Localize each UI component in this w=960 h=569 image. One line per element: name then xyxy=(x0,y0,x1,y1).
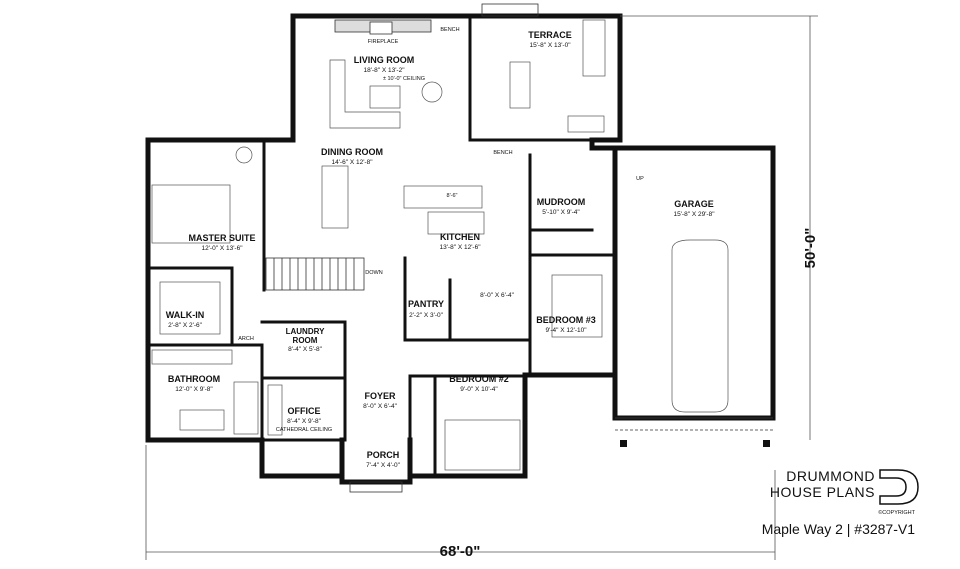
pantry-dims: 2'-2" X 3'-0" xyxy=(409,312,444,319)
living-room-ceiling: ± 10'-0" CEILING xyxy=(383,76,425,82)
office-name: OFFICE xyxy=(288,406,321,416)
mudroom-name: MUDROOM xyxy=(537,197,586,207)
brand-logo-mark xyxy=(879,469,919,505)
plan-title: Maple Way 2 | #3287-V1 xyxy=(762,521,916,537)
mudroom-dims: 5'-10" X 9'-4" xyxy=(542,209,580,216)
bench-dining-label: BENCH xyxy=(493,150,512,156)
garage-up-label: UP xyxy=(636,176,644,182)
brand-copyright: ©COPYRIGHT xyxy=(878,509,915,516)
brand-line2: HOUSE PLANS xyxy=(770,484,875,500)
bedroom2-name: BEDROOM #2 xyxy=(449,374,509,384)
brand-line1: DRUMMOND xyxy=(786,468,875,484)
dining-room-name: DINING ROOM xyxy=(321,147,383,157)
living-room-dims: 18'-8" X 13'-2" xyxy=(363,67,405,74)
kitchen-name: KITCHEN xyxy=(440,232,480,242)
bath-small-dims: 8'-0" X 6'-4" xyxy=(480,292,515,299)
room-labels: TERRACE 15'-8" X 13'-0" FIREPLACE BENCH … xyxy=(166,27,715,469)
fixtures xyxy=(151,3,773,493)
bathroom-dims: 12'-0" X 9'-8" xyxy=(175,386,213,393)
overall-width: 68'-0" xyxy=(440,543,481,560)
porch-dims: 7'-4" X 4'-0" xyxy=(366,462,401,469)
interior-walls xyxy=(146,14,617,478)
bedroom3-name: BEDROOM #3 xyxy=(536,315,596,325)
terrace-dims: 15'-8" X 13'-0" xyxy=(529,42,571,49)
fireplace-label: FIREPLACE xyxy=(368,39,399,45)
stairs: DOWN xyxy=(265,257,383,291)
walk-in-dims: 2'-8" X 2'-6" xyxy=(168,322,203,329)
laundry-name-line2: ROOM xyxy=(293,336,318,345)
master-suite-dims: 12'-0" X 13'-6" xyxy=(201,245,243,252)
bathroom-name: BATHROOM xyxy=(168,374,220,384)
branding: DRUMMOND HOUSE PLANS ©COPYRIGHT Maple Wa… xyxy=(762,468,919,537)
living-room-name: LIVING ROOM xyxy=(354,55,415,65)
arch-label: ARCH xyxy=(238,336,254,342)
walk-in-name: WALK-IN xyxy=(166,310,205,320)
master-suite-name: MASTER SUITE xyxy=(188,233,255,243)
foyer-dims: 8'-0" X 6'-4" xyxy=(363,403,398,410)
garage-dims: 15'-8" X 29'-8" xyxy=(673,211,715,218)
island-dim: 8'-6" xyxy=(447,193,458,199)
bench-living-label: BENCH xyxy=(440,27,459,33)
garage-name: GARAGE xyxy=(674,199,714,209)
stair-down-label: DOWN xyxy=(365,270,382,276)
terrace-name: TERRACE xyxy=(528,30,572,40)
laundry-name-line1: LAUNDRY xyxy=(286,327,325,336)
porch-name: PORCH xyxy=(367,450,400,460)
kitchen-dims: 13'-8" X 12'-6" xyxy=(439,244,481,251)
bedroom2-dims: 9'-0" X 10'-4" xyxy=(460,386,498,393)
laundry-dims: 8'-4" X 5'-8" xyxy=(288,346,323,353)
foyer-name: FOYER xyxy=(364,391,396,401)
overall-dimensions: 68'-0" 50'-0" xyxy=(145,15,819,560)
overall-depth: 50'-0" xyxy=(802,228,819,269)
bedroom3-dims: 9'-4" X 12'-10" xyxy=(545,327,587,334)
dining-room-dims: 14'-6" X 12'-8" xyxy=(331,159,373,166)
office-note: CATHEDRAL CEILING xyxy=(276,427,332,433)
pantry-name: PANTRY xyxy=(408,299,444,309)
office-dims: 8'-4" X 9'-8" xyxy=(287,418,322,425)
